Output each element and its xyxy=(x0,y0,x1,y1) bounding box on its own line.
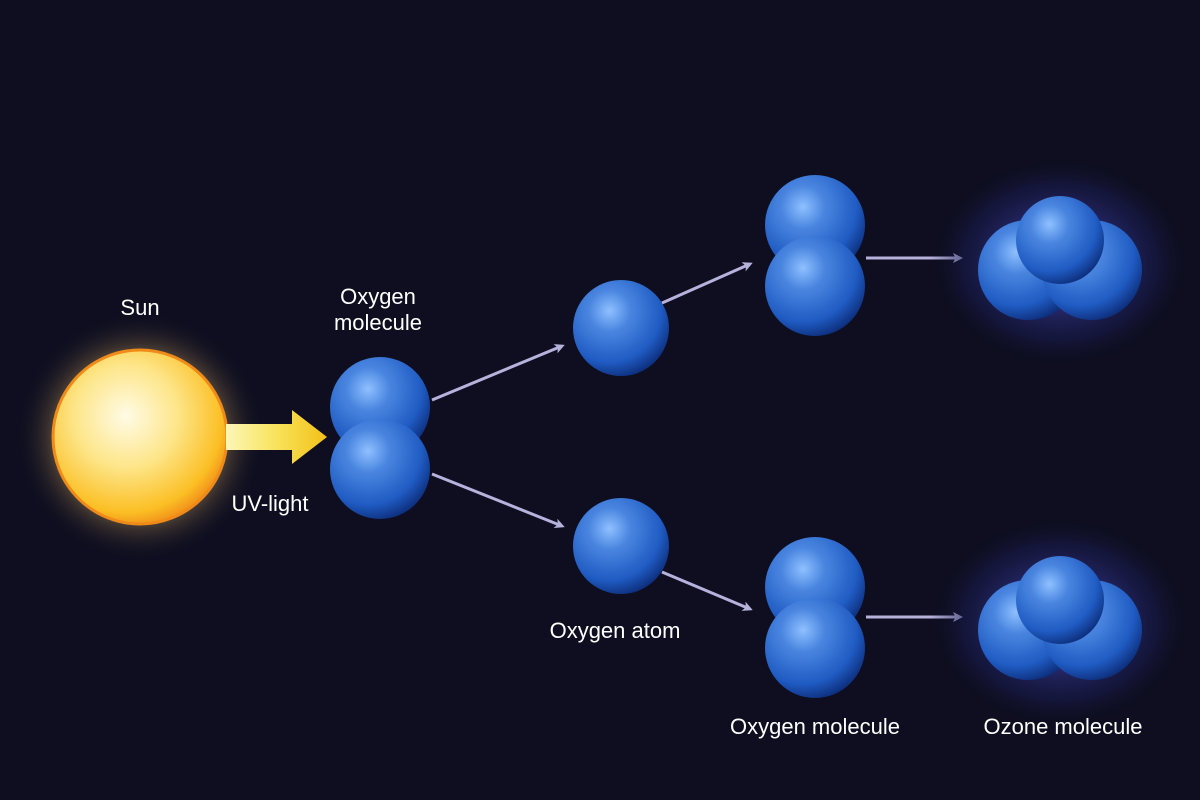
arrow-lower-atom-to-molecule xyxy=(661,570,753,611)
oxygen-atom-label: Oxygen atom xyxy=(550,618,681,643)
oxygen-molecule-label-line1: Oxygen xyxy=(340,284,416,309)
ozone-molecule-label: Ozone molecule xyxy=(984,714,1143,739)
ozone-molecule-upper xyxy=(930,157,1190,367)
ozone-atom-sphere xyxy=(1016,556,1104,644)
oxygen-atom-sphere xyxy=(765,236,865,336)
oxygen-molecule-lower xyxy=(765,537,865,698)
sun-body xyxy=(51,348,229,526)
oxygen-molecule-label: Oxygen molecule xyxy=(730,714,900,739)
oxygen-molecule-source xyxy=(330,357,430,519)
arrow-to-upper-atom xyxy=(431,344,565,402)
oxygen-atom-sphere xyxy=(765,598,865,698)
ozone-molecule-lower xyxy=(930,517,1190,727)
arrow-to-lower-atom xyxy=(431,472,565,529)
oxygen-molecule-upper xyxy=(765,175,865,336)
ozone-atom-sphere xyxy=(1016,196,1104,284)
uv-light-arrow xyxy=(226,410,327,464)
oxygen-atom-sphere xyxy=(330,419,430,519)
oxygen-atom-upper xyxy=(573,280,669,376)
sun-label: Sun xyxy=(120,295,159,320)
uv-light-label: UV-light xyxy=(231,491,308,516)
oxygen-molecule-label-line2: molecule xyxy=(334,310,422,335)
sun xyxy=(15,312,265,562)
oxygen-atom-lower xyxy=(573,498,669,594)
arrow-upper-atom-to-molecule xyxy=(661,262,753,305)
